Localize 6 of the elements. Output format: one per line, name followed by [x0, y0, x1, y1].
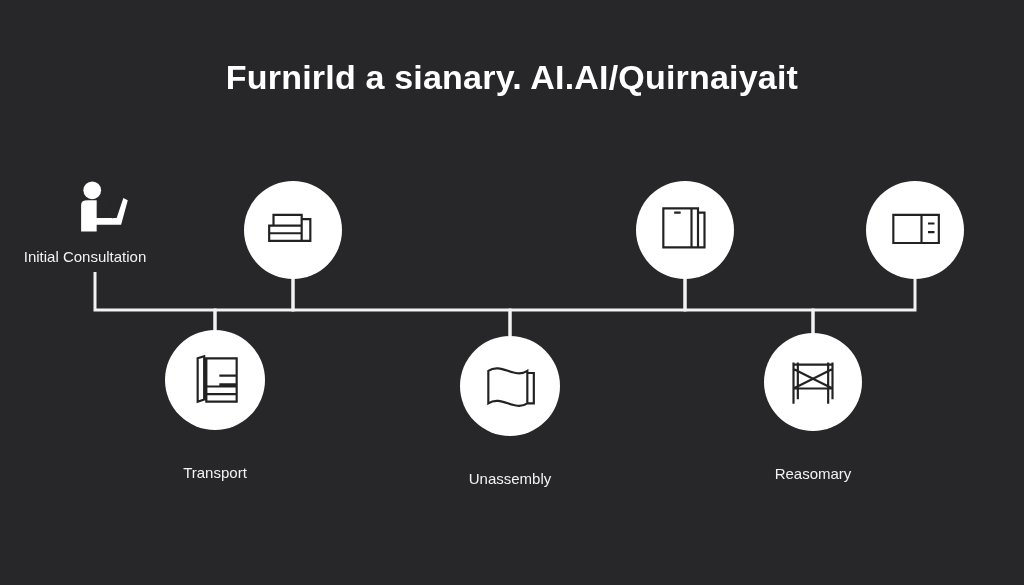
- title: Furnirld a sianary. AI.AI/Quirnaiyait: [224, 58, 800, 97]
- step-label: Transport: [183, 464, 247, 481]
- step-label: Initial Consultation: [23, 248, 147, 265]
- step-label: Unassembly: [468, 470, 552, 487]
- connector-line: [811, 279, 917, 333]
- step-label: Reasomary: [774, 465, 852, 482]
